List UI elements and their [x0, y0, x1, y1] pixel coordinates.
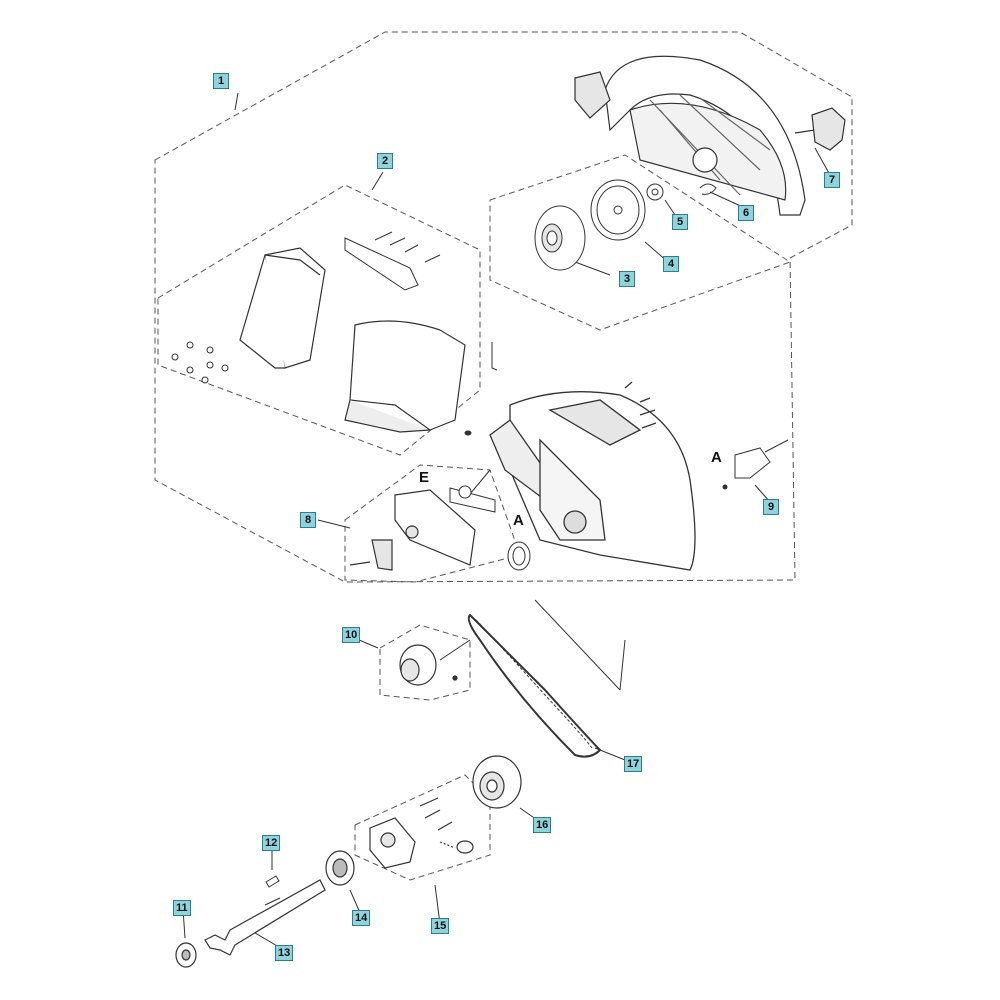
- screws-guard: [171, 231, 441, 384]
- group-outline-cutter-arm: [489, 154, 792, 331]
- callout-7[interactable]: 7: [824, 172, 840, 188]
- callout-12[interactable]: 12: [262, 835, 281, 851]
- bearing-housing-15: [369, 797, 474, 869]
- seal-ring: [507, 541, 531, 571]
- callout-17[interactable]: 17: [624, 756, 643, 772]
- flange-3: [534, 205, 586, 271]
- pulley-10: [399, 644, 458, 686]
- key-12: [265, 875, 280, 888]
- callout-8[interactable]: 8: [300, 512, 316, 528]
- reference-letter-a-belt-guard: A: [513, 512, 524, 529]
- callout-14[interactable]: 14: [352, 910, 371, 926]
- pulley-16: [472, 755, 522, 809]
- callout-2[interactable]: 2: [377, 153, 393, 169]
- bearing-14: [325, 850, 355, 886]
- bracket-plate: [344, 237, 419, 291]
- guard-knob: [794, 107, 846, 151]
- callout-4[interactable]: 4: [663, 256, 679, 272]
- callout-5[interactable]: 5: [672, 214, 688, 230]
- callout-9[interactable]: 9: [763, 499, 779, 515]
- callout-3[interactable]: 3: [619, 271, 635, 287]
- group-outline-15: [354, 774, 491, 881]
- shaft-13: [204, 879, 326, 956]
- callout-16[interactable]: 16: [533, 817, 552, 833]
- belt-guard-8: [349, 489, 476, 571]
- callout-10[interactable]: 10: [342, 627, 361, 643]
- pin-small: [491, 342, 498, 371]
- callout-11[interactable]: 11: [173, 900, 191, 916]
- nut-11: [175, 942, 197, 968]
- callout-15[interactable]: 15: [431, 918, 450, 934]
- callout-13[interactable]: 13: [275, 945, 294, 961]
- cutting-arm: [489, 381, 696, 571]
- bracket-9: [722, 439, 789, 490]
- tension-fitting-e: [449, 430, 496, 513]
- guard-plate-left: [239, 247, 326, 369]
- callout-6[interactable]: 6: [738, 205, 754, 221]
- group-outline-1: [154, 31, 853, 583]
- flange-washer-4: [590, 179, 646, 241]
- reference-letter-e: E: [419, 469, 430, 486]
- drive-belt-17: [467, 613, 602, 758]
- blade-guard-upper: [574, 55, 806, 216]
- nut-5: [646, 183, 664, 201]
- clip-6: [699, 183, 717, 195]
- callout-1[interactable]: 1: [213, 73, 229, 89]
- guard-plate-right: [344, 320, 466, 433]
- reference-letter-a-bracket: A: [711, 449, 722, 466]
